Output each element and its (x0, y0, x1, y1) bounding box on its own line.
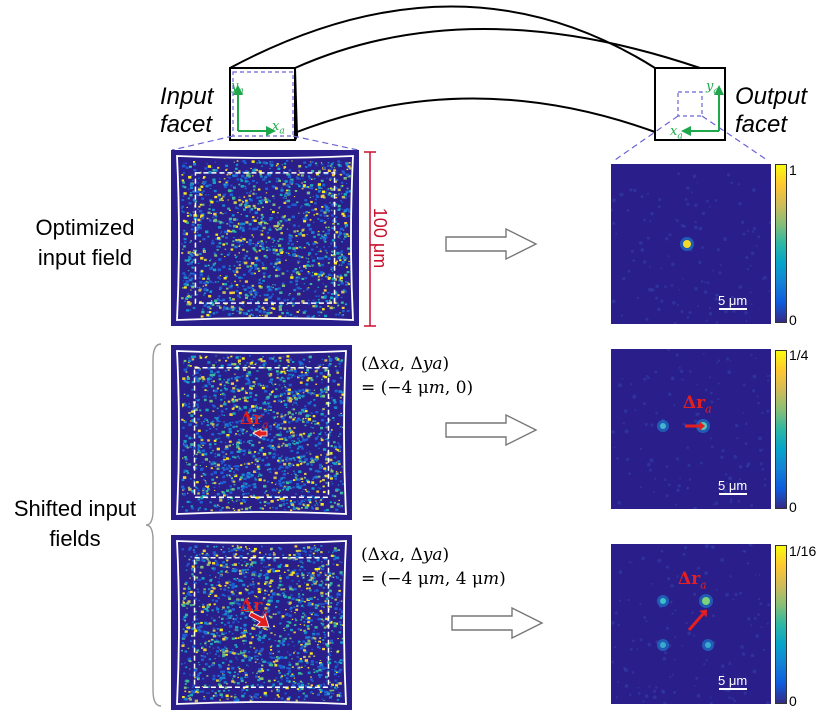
shifted-input-field-image-1 (171, 345, 352, 520)
output-spot (705, 642, 711, 648)
displacement-label-input-2: Δra (240, 596, 269, 619)
shift-formula-2: (Δ𝑥𝑎, Δ𝑦𝑎)= (−4 μ𝑚, 4 μ𝑚) (361, 545, 506, 589)
colorbar-1-max: 1 (789, 162, 797, 178)
mapping-arrow-1 (445, 227, 538, 261)
output-scale-label-2: 5 μm (718, 478, 748, 493)
shift-formula-1: (Δ𝑥𝑎, Δ𝑦𝑎)= (−4 μ𝑚, 0) (361, 354, 474, 398)
output-spot (660, 423, 666, 429)
colorbar-2-min: 0 (789, 499, 797, 515)
mapping-arrow-3 (451, 606, 544, 640)
colorbar-1-min: 0 (789, 312, 797, 328)
output-field-background (611, 349, 771, 509)
colorbar-3 (775, 545, 787, 704)
mapping-arrow-2 (445, 413, 538, 447)
output-field-background (611, 544, 771, 704)
fiber-core-outline (176, 350, 347, 515)
input-scale-label: 100 μm (370, 207, 390, 269)
optimized-input-field-image (171, 150, 359, 326)
shifted-input-field-image-2 (171, 535, 352, 710)
input-scale-bar (364, 151, 376, 327)
colorbar-1 (775, 164, 787, 323)
dashed-region-outline (194, 172, 336, 304)
output-spot (660, 598, 666, 604)
output-scale-bar-1 (719, 308, 747, 310)
output-spot (683, 240, 691, 248)
speckle-pattern (181, 160, 352, 319)
colorbar-2 (775, 350, 787, 509)
displacement-label-input-1: Δra (240, 409, 269, 432)
output-y-axis-label: ya (706, 79, 719, 97)
waveguide-diagram (171, 5, 769, 160)
dashed-region-outline (193, 557, 330, 688)
colorbar-2-max: 1/4 (789, 347, 809, 363)
output-spot (702, 597, 710, 605)
output-scale-label-1: 5 μm (718, 293, 748, 308)
speckle-pattern (181, 545, 345, 703)
output-scale-label-3: 5 μm (718, 673, 748, 688)
output-scale-bar-2 (719, 493, 747, 495)
output-field-image-focused (611, 164, 771, 324)
fiber-core-outline (176, 155, 354, 321)
row-brace (145, 343, 162, 707)
output-spot (660, 642, 666, 648)
input-y-axis-label: ya (231, 79, 244, 97)
colorbar-3-max: 1/16 (789, 543, 817, 559)
fiber-core-outline (176, 540, 347, 705)
speckle-pattern (181, 355, 345, 512)
shift-arrow-icon (248, 611, 270, 628)
displacement-arrow-icon (687, 613, 705, 631)
output-scale-bar-3 (719, 688, 747, 690)
dashed-region-outline (193, 367, 330, 498)
displacement-label-output-1: Δra (683, 393, 712, 416)
output-field-image-shifted-1 (611, 349, 771, 509)
shift-arrow-icon (252, 428, 268, 439)
output-x-axis-label: xa (670, 124, 683, 142)
input-x-axis-label: xa (272, 119, 285, 137)
displacement-label-output-2: Δra (678, 569, 707, 592)
output-field-image-shifted-2 (611, 544, 771, 704)
colorbar-3-min: 0 (789, 693, 797, 709)
